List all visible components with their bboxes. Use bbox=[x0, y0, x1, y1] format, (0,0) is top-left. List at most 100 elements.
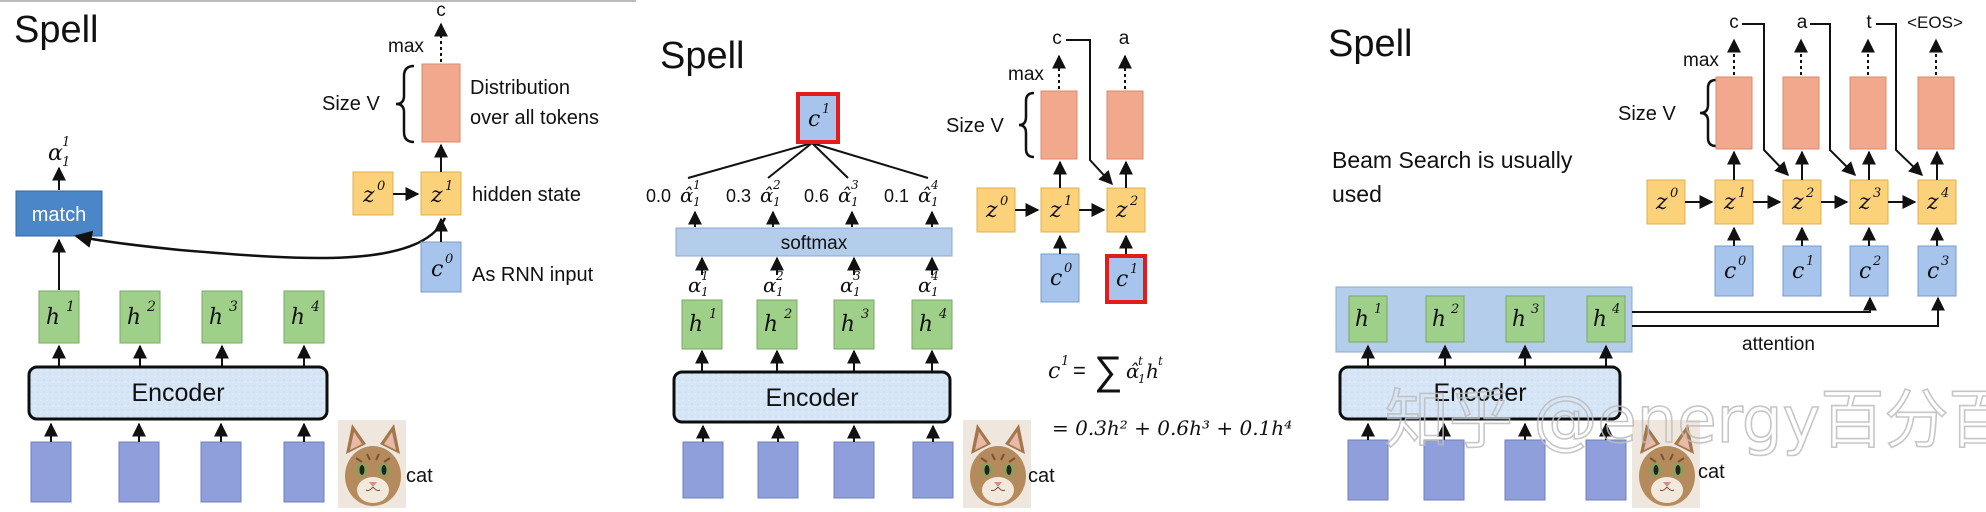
svg-text:z: z bbox=[1049, 198, 1062, 223]
svg-text:1: 1 bbox=[1738, 186, 1746, 201]
svg-text:c: c bbox=[1724, 259, 1736, 284]
svg-text:0: 0 bbox=[1738, 254, 1746, 269]
c1-context-box bbox=[796, 92, 840, 144]
svg-text:h: h bbox=[1593, 307, 1607, 332]
svg-text:c: c bbox=[1859, 259, 1871, 284]
svg-text:3: 3 bbox=[1873, 186, 1881, 201]
svg-text:z: z bbox=[362, 183, 375, 208]
panel2-max: max bbox=[1008, 64, 1044, 85]
svg-text:α̂: α̂ bbox=[918, 183, 932, 207]
panel-1: Spell Encoder h 1 h bbox=[14, 0, 599, 508]
svg-text:3: 3 bbox=[1531, 302, 1539, 317]
panel-3: Spell Beam Search is usually used Encode… bbox=[1328, 12, 1986, 508]
panel-2: Spell Encoder h 1 h 2 h 3 bbox=[646, 28, 1292, 508]
svg-text:c: c bbox=[808, 107, 820, 132]
match-label: match bbox=[32, 204, 86, 226]
svg-text:h: h bbox=[1512, 307, 1526, 332]
panel2-output-c: c bbox=[1052, 28, 1062, 49]
hidden-h3: h 3 bbox=[201, 290, 243, 366]
svg-text:1: 1 bbox=[773, 195, 781, 209]
svg-text:4: 4 bbox=[930, 178, 939, 192]
svg-text:z: z bbox=[1723, 190, 1736, 215]
svg-text:h: h bbox=[764, 312, 778, 337]
svg-text:α: α bbox=[48, 141, 63, 166]
svg-text:2: 2 bbox=[1805, 186, 1814, 201]
svg-text:3: 3 bbox=[861, 307, 869, 322]
svg-text:1: 1 bbox=[851, 195, 859, 209]
attention-line-lower bbox=[1632, 296, 1945, 327]
svg-text:4: 4 bbox=[938, 307, 947, 322]
svg-text:4: 4 bbox=[930, 269, 939, 283]
input-frame bbox=[200, 441, 242, 503]
panel1-cat-label: cat bbox=[406, 465, 433, 487]
svg-text:1: 1 bbox=[62, 155, 70, 170]
input-frame bbox=[118, 441, 160, 503]
svg-text:z: z bbox=[1115, 198, 1128, 223]
svg-text:z: z bbox=[1926, 190, 1939, 215]
panel1-encoder bbox=[27, 365, 329, 421]
svg-text:2: 2 bbox=[1129, 194, 1138, 209]
match-query-arrow bbox=[74, 217, 447, 260]
svg-text:α: α bbox=[763, 273, 777, 297]
panel3-hidden-states: h 1 h 2 h 3 h 4 bbox=[1348, 295, 1626, 366]
svg-text:= 0.3h² + 0.6h³ + 0.1h⁴: = 0.3h² + 0.6h³ + 0.1h⁴ bbox=[1052, 416, 1292, 440]
panel1-max: max bbox=[388, 36, 424, 57]
svg-text:c: c bbox=[1792, 259, 1804, 284]
svg-text:t: t bbox=[1138, 354, 1143, 368]
watermark: 知乎 @energy百分百 bbox=[1385, 384, 1986, 458]
svg-text:3: 3 bbox=[1941, 254, 1949, 269]
panel1-dist-label-1: Distribution bbox=[470, 77, 570, 99]
hidden-h4: h 4 bbox=[283, 290, 325, 366]
svg-text:h: h bbox=[689, 312, 703, 337]
svg-text:1: 1 bbox=[66, 299, 75, 315]
panel2-title: Spell bbox=[660, 35, 745, 77]
svg-text:h: h bbox=[291, 305, 305, 330]
attention-label: attention bbox=[1742, 334, 1815, 355]
input-frame bbox=[283, 441, 325, 503]
panel3-max: max bbox=[1683, 50, 1719, 71]
svg-text:1: 1 bbox=[709, 307, 717, 322]
svg-text:z: z bbox=[985, 198, 998, 223]
svg-text:3: 3 bbox=[229, 299, 238, 315]
svg-text:0.0: 0.0 bbox=[646, 186, 671, 206]
svg-text:2: 2 bbox=[1872, 254, 1881, 269]
svg-text:3: 3 bbox=[853, 269, 861, 283]
panel2-weights: 0.0 α̂ 1 1 0.3 α̂ 2 1 0.6 α̂ 3 1 0.1 α̂ … bbox=[646, 178, 939, 227]
panel2-size-v: Size V bbox=[946, 115, 1004, 137]
svg-text:=: = bbox=[1073, 358, 1086, 383]
svg-text:c: c bbox=[431, 257, 443, 282]
panel1-alpha: α 1 1 bbox=[48, 135, 70, 170]
svg-text:α̂: α̂ bbox=[680, 183, 694, 207]
panel2-hidden-states: h 1 h 2 h 3 h 4 bbox=[681, 299, 953, 371]
svg-text:z: z bbox=[1858, 190, 1871, 215]
svg-text:0.1: 0.1 bbox=[884, 186, 909, 206]
svg-text:1: 1 bbox=[62, 135, 70, 150]
panel1-dist-label-2: over all tokens bbox=[470, 107, 599, 129]
panel3-output-eos: <EOS> bbox=[1907, 13, 1963, 32]
panel1-size-v: Size V bbox=[322, 93, 380, 115]
svg-text:3: 3 bbox=[851, 178, 859, 192]
svg-text:h: h bbox=[919, 312, 933, 337]
panel3-output-a: a bbox=[1797, 12, 1808, 33]
svg-text:c: c bbox=[1048, 359, 1060, 384]
match-box bbox=[15, 190, 103, 237]
svg-text:α: α bbox=[918, 273, 932, 297]
svg-text:1: 1 bbox=[445, 179, 453, 194]
svg-text:α̂: α̂ bbox=[838, 183, 852, 207]
svg-text:2: 2 bbox=[146, 299, 156, 315]
svg-text:z: z bbox=[430, 183, 443, 208]
attention-formula: c 1 = ∑ α̂ t 1 h t = 0.3h² + 0.6h³ + 0.1… bbox=[1048, 349, 1292, 440]
svg-text:0.6: 0.6 bbox=[804, 186, 829, 206]
svg-text:1: 1 bbox=[931, 195, 939, 209]
panel3-output-t: t bbox=[1866, 12, 1872, 33]
c0-box bbox=[420, 241, 462, 293]
svg-text:2: 2 bbox=[1450, 302, 1459, 317]
svg-text:α̂: α̂ bbox=[760, 183, 774, 207]
panel1-title: Spell bbox=[14, 9, 99, 51]
softmax-bar bbox=[675, 227, 953, 257]
svg-text:1: 1 bbox=[1806, 254, 1814, 269]
svg-text:h: h bbox=[1432, 307, 1446, 332]
softmax-label: softmax bbox=[781, 233, 848, 254]
svg-text:1: 1 bbox=[1130, 262, 1138, 277]
attention-line-upper bbox=[1632, 296, 1877, 313]
